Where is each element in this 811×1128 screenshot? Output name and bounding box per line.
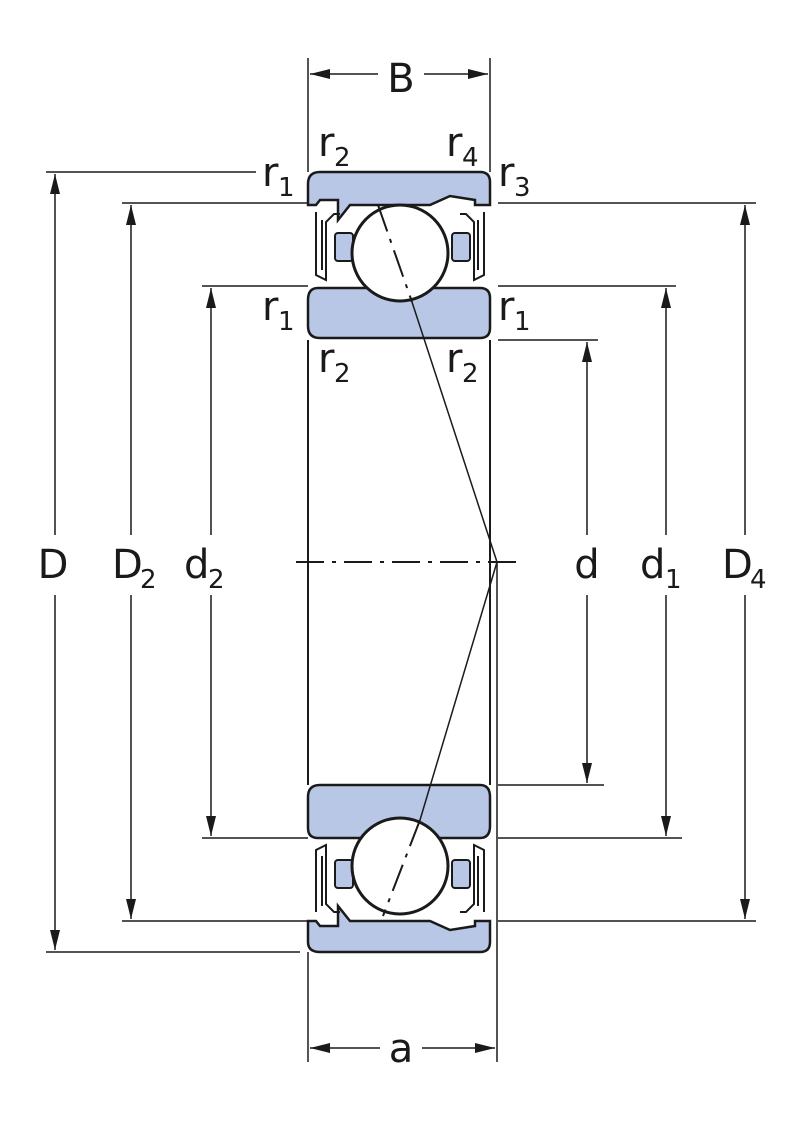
label-r1-mid-left: r 1 xyxy=(262,284,295,337)
cage-left-top xyxy=(334,232,354,262)
contact-line-bottom xyxy=(419,561,498,821)
inner-ring-top xyxy=(306,286,492,340)
label-D4: D 4 xyxy=(722,542,767,595)
svg-text:2: 2 xyxy=(140,565,157,595)
svg-text:r: r xyxy=(318,120,335,166)
svg-text:1: 1 xyxy=(278,173,295,203)
svg-text:r: r xyxy=(446,120,463,166)
svg-text:2: 2 xyxy=(334,143,351,173)
svg-text:2: 2 xyxy=(334,359,351,389)
label-d1: d 1 xyxy=(640,542,682,595)
svg-text:2: 2 xyxy=(208,565,225,595)
seal-right-bottom xyxy=(460,843,485,913)
seal-left-bottom xyxy=(315,843,340,913)
cage-left-bottom xyxy=(334,859,354,889)
svg-text:d: d xyxy=(640,542,665,588)
contact-line-top xyxy=(411,301,498,563)
label-d: d xyxy=(574,542,599,588)
svg-text:4: 4 xyxy=(462,143,479,173)
contact-line-bottom-dashed xyxy=(382,819,421,917)
svg-text:r: r xyxy=(318,336,335,382)
label-D: D xyxy=(38,542,69,588)
ball-top xyxy=(350,203,450,303)
svg-text:r: r xyxy=(446,336,463,382)
label-r1-mid-right: r 1 xyxy=(498,284,531,337)
svg-text:3: 3 xyxy=(514,173,531,203)
label-r4-top-right: r 4 xyxy=(446,120,479,173)
label-r2-mid-left: r 2 xyxy=(318,336,351,389)
svg-text:r: r xyxy=(262,150,279,196)
bottom-section xyxy=(306,783,492,954)
inner-ring-bottom xyxy=(306,783,492,840)
seal-left-top xyxy=(315,212,340,282)
label-D2: D 2 xyxy=(112,542,157,595)
svg-text:4: 4 xyxy=(750,565,767,595)
outer-ring-bottom xyxy=(306,902,492,954)
svg-text:1: 1 xyxy=(514,307,531,337)
seal-right-top xyxy=(460,212,485,282)
svg-text:2: 2 xyxy=(462,359,479,389)
label-r2-mid-right: r 2 xyxy=(446,336,479,389)
cage-right-top xyxy=(451,232,471,262)
cage-right-bottom xyxy=(451,859,471,889)
svg-text:d: d xyxy=(184,542,209,588)
label-r1-top-left: r 1 xyxy=(262,150,295,203)
svg-text:r: r xyxy=(498,284,515,330)
top-section xyxy=(306,170,492,340)
svg-text:r: r xyxy=(498,150,515,196)
label-B: B xyxy=(387,56,414,102)
extension-lines xyxy=(46,58,756,1062)
bearing-cross-section xyxy=(296,170,516,954)
ball-bottom xyxy=(350,816,450,916)
label-r2-top-left: r 2 xyxy=(318,120,351,173)
svg-text:1: 1 xyxy=(665,565,682,595)
svg-text:r: r xyxy=(262,284,279,330)
label-a: a xyxy=(389,1026,414,1072)
svg-text:D: D xyxy=(112,542,143,588)
svg-text:D: D xyxy=(722,542,753,588)
dimension-labels: B a D D 2 d 2 d d 1 D 4 xyxy=(38,56,767,1072)
dimension-arrows xyxy=(50,69,750,1053)
svg-text:1: 1 xyxy=(278,307,295,337)
radius-labels: r 2 r 4 r 1 r 3 r 1 r 1 r 2 r 2 xyxy=(262,120,531,389)
label-r3-top-right: r 3 xyxy=(498,150,531,203)
label-d2: d 2 xyxy=(184,542,225,595)
contact-line-top-dashed xyxy=(377,204,413,303)
